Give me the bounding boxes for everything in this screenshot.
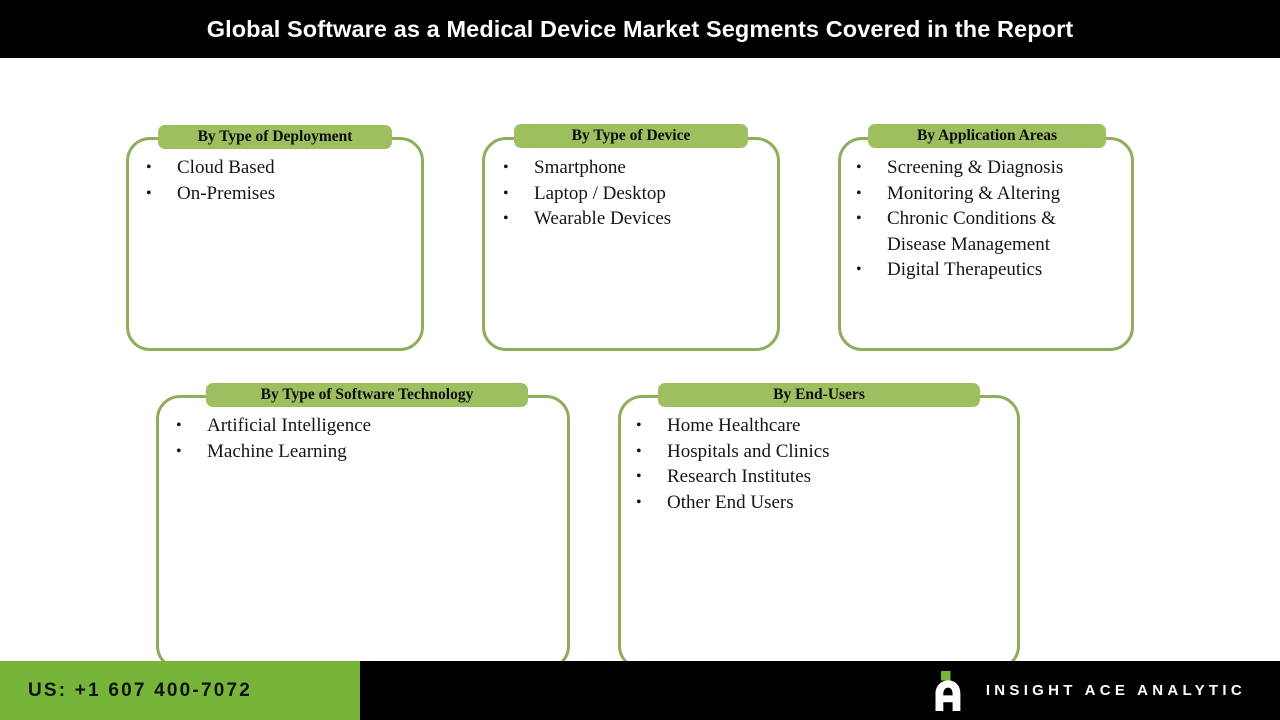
segment-card-header-by-end-users: By End-Users	[658, 383, 980, 407]
list-item-label: Digital Therapeutics	[887, 259, 1043, 280]
list-item: • Artificial Intelligence	[176, 413, 560, 439]
list-item: • Other End Users	[636, 490, 1008, 516]
segment-card-header-by-type-of-deployment: By Type of Deployment	[158, 125, 392, 149]
segment-card-by-type-of-software-technology	[156, 395, 570, 670]
list-item: • Smartphone	[503, 155, 771, 181]
brand-block: INSIGHT ACE ANALYTIC	[924, 661, 1246, 720]
footer-phone-block: US: +1 607 400-7072	[0, 661, 360, 720]
bullet-icon: •	[503, 210, 509, 227]
title-bar: Global Software as a Medical Device Mark…	[0, 0, 1280, 58]
page-title: Global Software as a Medical Device Mark…	[206, 15, 1074, 42]
list-item-label: Home Healthcare	[667, 415, 801, 436]
list-item: • Research Institutes	[636, 464, 1008, 490]
segment-card-by-type-of-device	[482, 137, 780, 351]
segment-card-by-application-areas	[838, 137, 1134, 351]
list-item-label: Smartphone	[534, 157, 626, 178]
segments-diagram: By Type of Deployment • Cloud Based • On…	[0, 58, 1280, 670]
segment-card-header-by-type-of-software-technology: By Type of Software Technology	[206, 383, 528, 407]
bullet-icon: •	[503, 159, 509, 176]
list-item: • Screening & Diagnosis	[856, 155, 1128, 181]
bullet-icon: •	[636, 442, 642, 460]
segment-list-by-end-users: • Home Healthcare • Hospitals and Clinic…	[636, 413, 1008, 515]
list-item: • On-Premises	[146, 181, 414, 207]
segment-list-by-application-areas: • Screening & Diagnosis • Monitoring & A…	[856, 155, 1128, 283]
list-item-label: Hospitals and Clinics	[667, 440, 830, 462]
bullet-icon: •	[176, 442, 182, 460]
list-item-label: Monitoring & Altering	[887, 182, 1061, 204]
segment-card-header-by-application-areas: By Application Areas	[868, 124, 1106, 148]
bullet-icon: •	[146, 184, 152, 202]
brand-name: INSIGHT ACE ANALYTIC	[985, 682, 1246, 699]
bullet-icon: •	[856, 261, 862, 278]
list-item: • Wearable Devices	[503, 206, 771, 232]
segment-card-header-by-type-of-device: By Type of Device	[514, 124, 748, 148]
list-item: • Hospitals and Clinics	[636, 439, 1008, 465]
footer-phone-number: US: +1 607 400-7072	[28, 679, 253, 701]
list-item-label: Wearable Devices	[534, 208, 672, 229]
insight-ace-logo-icon	[924, 669, 968, 713]
list-item-label: Screening & Diagnosis	[887, 157, 1064, 178]
footer-bar: US: +1 607 400-7072 INSIGHT ACE ANALYTIC	[0, 661, 1280, 720]
list-item: • Home Healthcare	[636, 413, 1008, 439]
list-item-label: Chronic Conditions & Disease Management	[887, 208, 1056, 255]
list-item-label: Laptop / Desktop	[534, 182, 666, 204]
list-item: • Cloud Based	[146, 155, 414, 181]
list-item-label: Cloud Based	[177, 157, 275, 178]
list-item-label: Other End Users	[667, 491, 794, 513]
list-item: • Machine Learning	[176, 439, 560, 465]
list-item: • Monitoring & Altering	[856, 181, 1128, 207]
list-item: • Laptop / Desktop	[503, 181, 771, 207]
bullet-icon: •	[176, 417, 182, 434]
list-item: • Digital Therapeutics	[856, 257, 1128, 283]
bullet-icon: •	[636, 417, 642, 434]
list-item-label: Research Institutes	[667, 466, 812, 487]
bullet-icon: •	[636, 493, 642, 511]
bullet-icon: •	[503, 184, 509, 202]
bullet-icon: •	[856, 159, 862, 176]
segment-list-by-type-of-device: • Smartphone • Laptop / Desktop • Wearab…	[503, 155, 771, 232]
list-item-label: On-Premises	[177, 182, 276, 204]
list-item: • Chronic Conditions & Disease Managemen…	[856, 206, 1128, 257]
segment-card-by-end-users	[618, 395, 1020, 670]
bullet-icon: •	[636, 468, 642, 485]
bullet-icon: •	[146, 159, 152, 176]
segment-list-by-type-of-deployment: • Cloud Based • On-Premises	[146, 155, 414, 206]
bullet-icon: •	[856, 210, 862, 227]
segment-list-by-type-of-software-technology: • Artificial Intelligence • Machine Lear…	[176, 413, 560, 464]
bullet-icon: •	[856, 184, 862, 202]
list-item-label: Artificial Intelligence	[207, 415, 372, 436]
list-item-label: Machine Learning	[207, 440, 347, 462]
